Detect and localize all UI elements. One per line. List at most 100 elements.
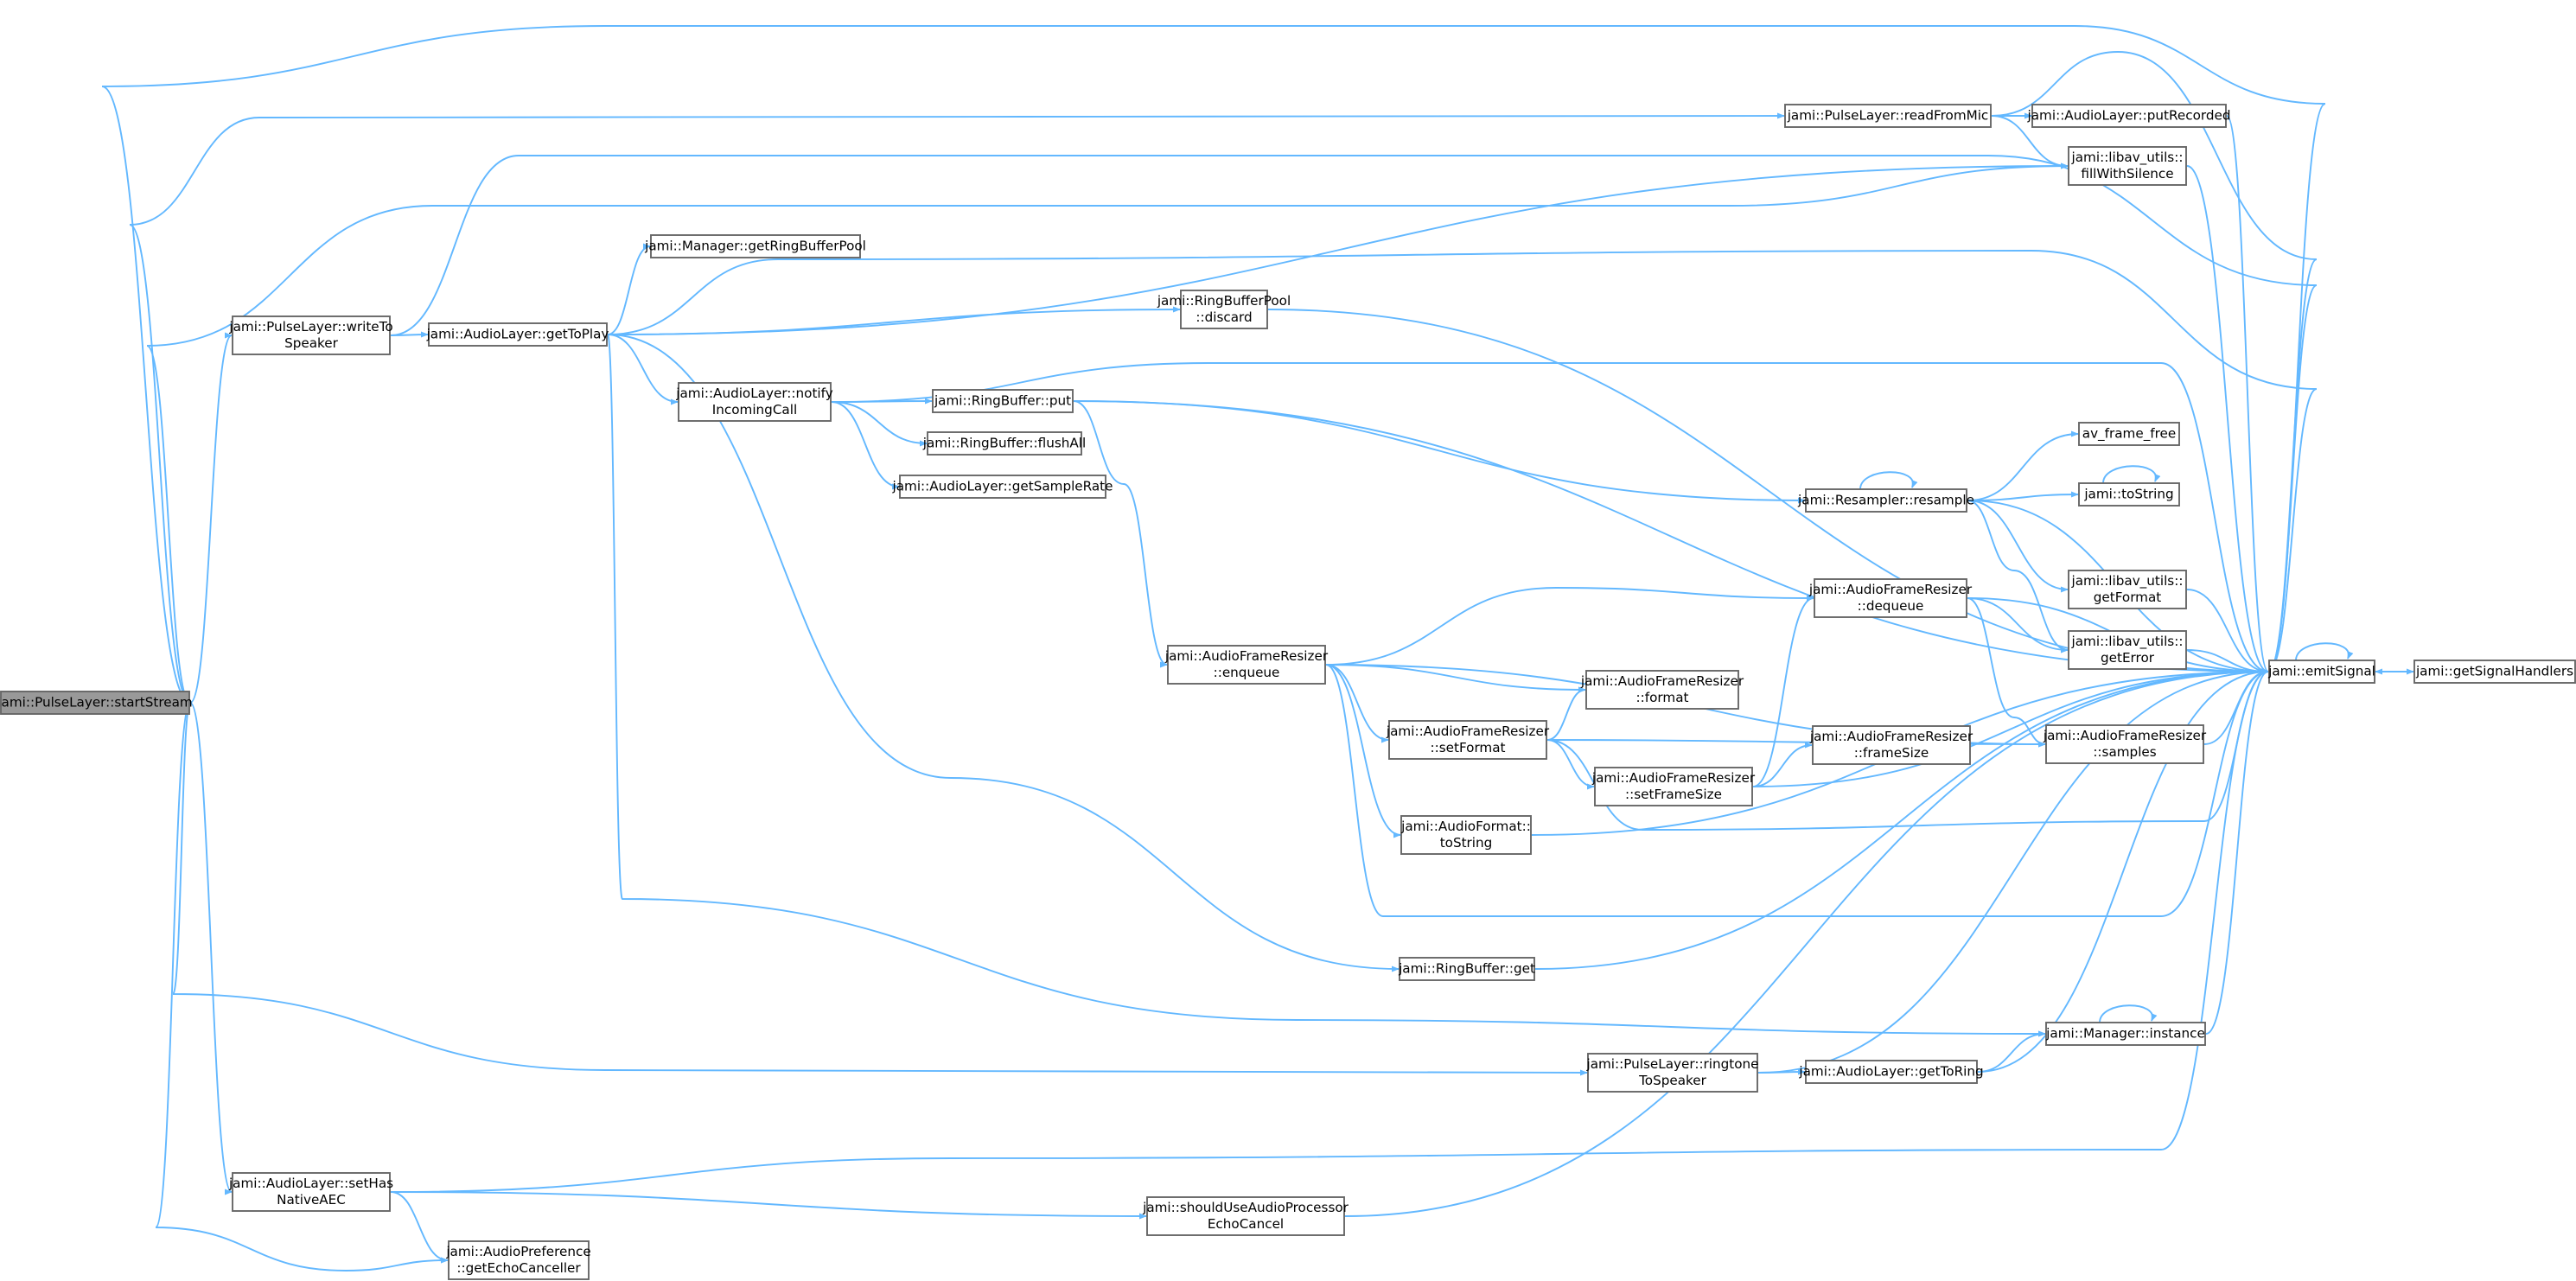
- node-resample[interactable]: jami::Resampler::resample: [1797, 488, 1974, 513]
- node-label: jami::AudioFrameResizer: [1591, 770, 1756, 786]
- edge-getToPlay-to-notifyIncomingCall: [607, 334, 679, 405]
- edge-enqueue-to-setFormat: [1325, 664, 1389, 743]
- edge-resample-to-resample: [1859, 471, 1918, 490]
- node-label: jami::libav_utils::: [2071, 150, 2184, 166]
- node-label: jami::libav_utils::: [2071, 573, 2184, 590]
- node-setFormat[interactable]: jami::AudioFrameResizer::setFormat: [1386, 720, 1550, 760]
- node-box: [932, 389, 1074, 413]
- node-putRecorded[interactable]: jami::AudioLayer::putRecorded: [2027, 104, 2231, 128]
- node-getFormat[interactable]: jami::libav_utils::getFormat: [2068, 570, 2187, 609]
- node-label: jami::Manager::getRingBufferPool: [644, 239, 866, 254]
- edge-rbGet-to-emitSignal: [1534, 668, 2269, 970]
- node-box: [0, 691, 190, 715]
- edge-readFromMic-to-fillWithSilence: [1991, 115, 2069, 169]
- node-label: jami::Resampler::resample: [1797, 493, 1974, 508]
- node-getEchoCanceller[interactable]: jami::AudioPreference::getEchoCanceller: [445, 1240, 591, 1280]
- node-box: [1167, 645, 1326, 685]
- node-getSampleRate[interactable]: jami::AudioLayer::getSampleRate: [892, 475, 1113, 499]
- edge-startStream-to-writeToSpeaker: [189, 332, 233, 704]
- edge-dequeue-to-samples: [1967, 597, 2046, 748]
- edge-rbPut-to-emitSignal: [1073, 400, 2269, 675]
- node-label: jami::emitSignal: [2267, 664, 2375, 679]
- node-box: [899, 475, 1106, 499]
- node-label: IncomingCall: [712, 402, 797, 417]
- node-label: ::discard: [1196, 309, 1252, 325]
- node-dequeue[interactable]: jami::AudioFrameResizer::dequeue: [1808, 578, 1973, 618]
- node-box: [1388, 720, 1547, 760]
- node-label: jami::AudioFrameResizer: [2043, 728, 2207, 743]
- node-box: [232, 1172, 391, 1212]
- node-label: ::samples: [2093, 744, 2156, 760]
- node-getError[interactable]: jami::libav_utils::getError: [2068, 630, 2187, 670]
- node-managerInstance[interactable]: jami::Manager::instance: [2045, 1022, 2206, 1046]
- node-getSignalHandlers[interactable]: jami::getSignalHandlers: [2413, 660, 2576, 684]
- edge-notifyIncomingCall-to-rbPut: [831, 398, 933, 405]
- edge-dequeue-to-getError: [1967, 597, 2069, 653]
- node-getToRing[interactable]: jami::AudioLayer::getToRing: [1798, 1060, 1984, 1084]
- edge-getToPlay-to-fillWithSilence: [607, 163, 2069, 335]
- edge-enqueue-to-dequeue: [1325, 587, 1814, 666]
- node-box: [428, 322, 608, 347]
- node-label: jami::AudioLayer::getToPlay: [426, 327, 609, 342]
- node-rbGet[interactable]: jami::RingBuffer::get: [1398, 957, 1535, 981]
- node-label: jami::AudioLayer::notify: [675, 386, 832, 401]
- node-box: [2031, 104, 2227, 128]
- node-label: ToSpeaker: [1638, 1073, 1707, 1088]
- node-label: jami::RingBuffer::get: [1398, 961, 1535, 977]
- edge-getToPlay-to-discard: [607, 306, 1181, 335]
- node-enqueue[interactable]: jami::AudioFrameResizer::enqueue: [1164, 645, 1329, 685]
- node-label: jami::shouldUseAudioProcessor: [1142, 1200, 1349, 1215]
- node-afrFormat[interactable]: jami::AudioFrameResizer::format: [1580, 670, 1744, 710]
- node-label: jami::Manager::instance: [2045, 1026, 2205, 1042]
- node-label: jami::toString: [2083, 487, 2173, 502]
- edge-startStream-to-readFromMic: [129, 112, 1785, 704]
- node-box: [650, 234, 861, 258]
- edge-startStream-to-setHasNativeAEC: [189, 702, 233, 1195]
- node-label: jami::RingBuffer::put: [934, 393, 1071, 409]
- edge-getToPlay-to-emitSignal: [607, 250, 2318, 675]
- edge-getToPlay-to-getRingBufferPool: [607, 243, 651, 335]
- edge-startStream-to-ringtoneToSpeaker: [172, 702, 1588, 1076]
- edge-resample-to-avFrameFree: [1967, 430, 2079, 501]
- node-label: jami::AudioLayer::putRecorded: [2027, 108, 2231, 124]
- node-fillWithSilence[interactable]: jami::libav_utils::fillWithSilence: [2068, 146, 2187, 186]
- node-flushAll[interactable]: jami::RingBuffer::flushAll: [922, 431, 1086, 456]
- node-label: ::format: [1636, 690, 1689, 705]
- node-box: [1400, 815, 1532, 855]
- edge-writeToSpeaker-to-emitSignal: [390, 155, 2318, 675]
- node-readFromMic[interactable]: jami::PulseLayer::readFromMic: [1784, 104, 1992, 128]
- node-box: [1585, 670, 1739, 710]
- node-getToPlay[interactable]: jami::AudioLayer::getToPlay: [426, 322, 609, 347]
- node-box: [927, 431, 1082, 456]
- node-box: [2268, 660, 2375, 684]
- edge-setHasNativeAEC-to-emitSignal: [390, 668, 2269, 1193]
- node-label: jami::AudioFrameResizer: [1580, 673, 1744, 689]
- edge-resample-to-getError: [1967, 500, 2069, 653]
- edge-notifyIncomingCall-to-flushAll: [831, 401, 928, 447]
- edge-startStream-to-emitSignal: [101, 25, 2326, 704]
- node-afToString[interactable]: jami::AudioFormat::toString: [1400, 815, 1532, 855]
- edge-startStream-to-fillWithSilence: [146, 163, 2069, 704]
- node-samples[interactable]: jami::AudioFrameResizer::samples: [2043, 724, 2207, 764]
- node-rbPut[interactable]: jami::RingBuffer::put: [932, 389, 1074, 413]
- node-avFrameFree[interactable]: av_frame_free: [2078, 422, 2180, 446]
- node-emitSignal[interactable]: jami::emitSignal: [2267, 660, 2375, 684]
- node-discard[interactable]: jami::RingBufferPool::discard: [1157, 290, 1291, 329]
- node-label: ::setFormat: [1431, 740, 1506, 755]
- edge-shouldUseAudioProcessor-to-emitSignal: [1344, 668, 2269, 1217]
- node-box: [2045, 1022, 2206, 1046]
- node-toString[interactable]: jami::toString: [2078, 482, 2180, 507]
- node-frameSize[interactable]: jami::AudioFrameResizer::frameSize: [1809, 725, 1973, 765]
- node-getRingBufferPool[interactable]: jami::Manager::getRingBufferPool: [644, 234, 866, 258]
- edge-setHasNativeAEC-to-getEchoCanceller: [390, 1191, 449, 1264]
- node-box: [1399, 957, 1535, 981]
- node-label: jami::AudioFrameResizer: [1386, 723, 1550, 739]
- node-startStream[interactable]: jami::PulseLayer::startStream: [0, 691, 193, 715]
- node-label: fillWithSilence: [2081, 166, 2173, 182]
- node-setFrameSize[interactable]: jami::AudioFrameResizer::setFrameSize: [1591, 767, 1756, 806]
